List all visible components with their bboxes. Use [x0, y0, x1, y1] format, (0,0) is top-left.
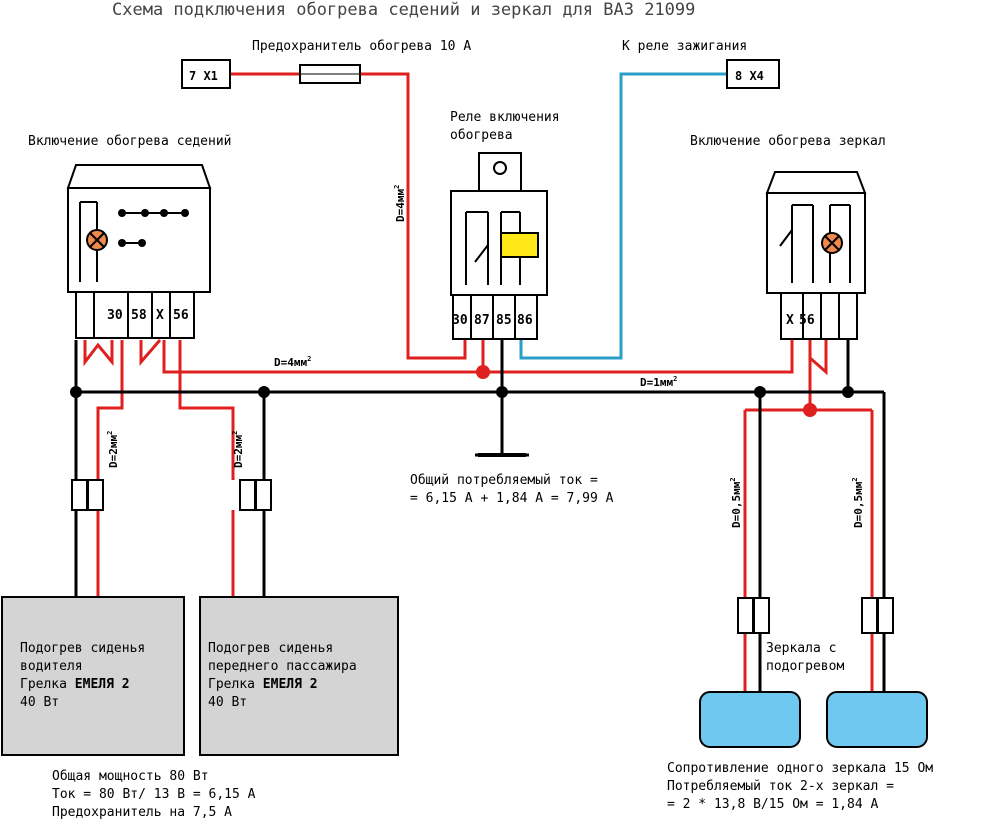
- wire-size-d4-horizontal: D=4мм2: [274, 355, 311, 369]
- passenger-heater-line3: Грелка ЕМЕЛЯ 2: [208, 677, 318, 692]
- plug-connectors: [71, 479, 894, 634]
- mirror-note-line3: = 2 * 13,8 В/15 Ом = 1,84 А: [667, 797, 878, 812]
- relay-pin-30: 30: [452, 313, 468, 328]
- mirror-heating-switch: X 56: [765, 171, 867, 340]
- mirrors-label-1: Зеркала с: [766, 641, 836, 656]
- relay-title-2: обогрева: [450, 128, 513, 143]
- right-mirror: [826, 691, 928, 748]
- ignition-relay-label: К реле зажигания: [622, 39, 747, 54]
- connector-7x1-label: 7 X1: [189, 69, 218, 83]
- current-note-line1: Общий потребляемый ток =: [410, 473, 598, 488]
- mirror-note-line2: Потребляемый ток 2-х зеркал =: [667, 779, 894, 794]
- relay-pin-85: 85: [496, 313, 512, 328]
- passenger-heater-line4: 40 Вт: [208, 695, 247, 710]
- driver-heater-line2: водителя: [20, 659, 83, 674]
- mirror-switch-title: Включение обогрева зеркал: [690, 134, 886, 149]
- passenger-heater-line1: Подогрев сиденья: [208, 641, 333, 656]
- heating-relay: 30 87 85 86: [450, 152, 548, 340]
- wire-size-d05-right: D=0,5мм2: [851, 477, 865, 528]
- blue-wire: [519, 72, 727, 360]
- diagram-title: Схема подключения обогрева седений и зер…: [112, 0, 695, 20]
- seat-pin-58: 58: [131, 308, 147, 323]
- driver-heater-line1: Подогрев сиденья: [20, 641, 145, 656]
- relay-pin-87: 87: [474, 313, 490, 328]
- seat-heating-switch: 30 58 X 56: [66, 164, 212, 339]
- junction-dots: [70, 365, 854, 417]
- driver-heater-line3: Грелка ЕМЕЛЯ 2: [20, 677, 130, 692]
- wire-size-d4-vertical: D=4мм2: [393, 185, 407, 222]
- seat-pin-56: 56: [173, 308, 189, 323]
- fuse-heating-label: Предохранитель обогрева 10 А: [252, 39, 471, 54]
- wire-size-d1: D=1мм2: [640, 375, 677, 389]
- wire-size-d05-left: D=0,5мм2: [729, 477, 743, 528]
- mirrors-label-2: подогревом: [766, 659, 844, 674]
- driver-heater-line4: 40 Вт: [20, 695, 59, 710]
- connector-8x4-label: 8 X4: [735, 69, 764, 83]
- passenger-seat-heater: Подогрев сиденья переднего пассажира Гре…: [199, 596, 399, 756]
- relay-title-1: Реле включения: [450, 110, 560, 125]
- mirror-pin-x: X: [786, 313, 794, 328]
- power-note-line3: Предохранитель на 7,5 А: [52, 805, 232, 820]
- mirror-pin-56: 56: [799, 313, 815, 328]
- wire-size-d2-right: D=2мм2: [231, 431, 245, 468]
- seat-switch-title: Включение обогрева седений: [28, 134, 232, 149]
- power-note-line2: Ток = 80 Вт/ 13 В = 6,15 А: [52, 787, 256, 802]
- left-mirror: [699, 691, 801, 748]
- seat-pin-x: X: [156, 308, 164, 323]
- power-note-line1: Общая мощность 80 Вт: [52, 769, 209, 784]
- connector-8x4: [726, 59, 780, 89]
- relay-coil: [500, 232, 539, 258]
- black-wires: [74, 340, 886, 692]
- driver-seat-heater: Подогрев сиденья водителя Грелка ЕМЕЛЯ 2…: [1, 596, 185, 756]
- seat-pin-30: 30: [107, 308, 123, 323]
- current-note-line2: = 6,15 А + 1,84 А = 7,99 А: [410, 491, 614, 506]
- connector-7x1: [181, 59, 231, 89]
- wire-size-d2-left: D=2мм2: [106, 431, 120, 468]
- mirror-note-line1: Сопротивление одного зеркала 15 Ом: [667, 761, 933, 776]
- passenger-heater-line2: переднего пассажира: [208, 659, 357, 674]
- relay-pin-86: 86: [517, 313, 533, 328]
